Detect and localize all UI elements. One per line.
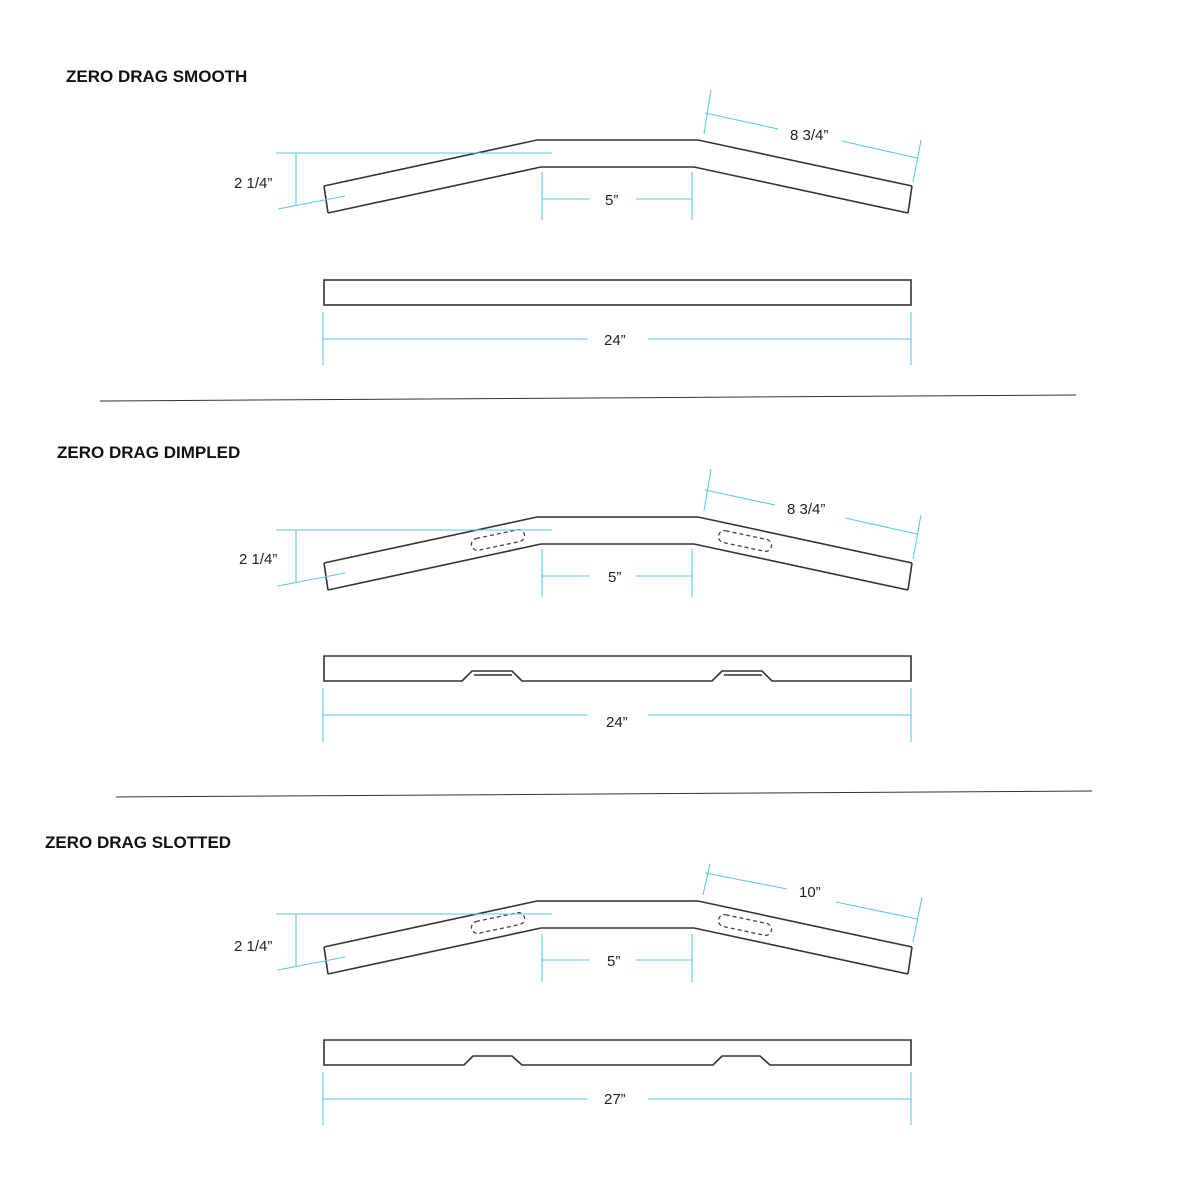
section-title: ZERO DRAG SLOTTED	[45, 833, 231, 852]
overall-length-dimension: 27”	[322, 1072, 912, 1125]
section-divider	[115, 790, 1093, 798]
overall-length-dimension: 24”	[322, 688, 912, 742]
bar-side-view	[323, 655, 912, 682]
rise-label: 2 1/4”	[234, 938, 272, 955]
dimple-left	[470, 528, 526, 552]
center-width-dimension: 5”	[541, 934, 693, 982]
section-divider	[99, 394, 1077, 402]
rise-dimension: 2 1/4”	[239, 529, 552, 587]
wing-length-label: 10”	[799, 884, 821, 901]
section-title: ZERO DRAG DIMPLED	[57, 443, 240, 462]
bar-side-view	[323, 279, 912, 306]
section-dimpled: ZERO DRAG DIMPLED 2 1/4” 5”	[57, 443, 922, 742]
center-width-dimension: 5”	[541, 549, 693, 597]
slot-left	[470, 911, 526, 935]
overall-length-label: 24”	[606, 714, 628, 731]
wing-length-dimension: 8 3/4”	[703, 468, 922, 560]
overall-length-dimension: 24”	[322, 312, 912, 365]
overall-length-label: 24”	[604, 332, 626, 349]
rise-dimension: 2 1/4”	[234, 913, 552, 971]
rise-label: 2 1/4”	[239, 551, 277, 568]
center-width-dimension: 5”	[541, 172, 693, 220]
wing-length-label: 8 3/4”	[787, 501, 825, 518]
dimple-right	[717, 529, 773, 553]
section-slotted: ZERO DRAG SLOTTED 2 1/4” 5”	[45, 833, 923, 1125]
center-width-label: 5”	[607, 953, 620, 970]
bar-top-view	[323, 900, 913, 975]
wing-length-dimension: 8 3/4”	[703, 89, 922, 183]
rise-label: 2 1/4”	[234, 175, 272, 192]
rise-dimension: 2 1/4”	[234, 152, 552, 210]
wing-length-dimension: 10”	[702, 863, 923, 943]
slot-right	[717, 913, 773, 937]
overall-length-label: 27”	[604, 1091, 626, 1108]
center-width-label: 5”	[605, 192, 618, 209]
section-smooth: ZERO DRAG SMOOTH 2 1/4” 5”	[66, 67, 922, 365]
bar-side-view	[323, 1039, 912, 1066]
section-title: ZERO DRAG SMOOTH	[66, 67, 247, 86]
center-width-label: 5”	[608, 569, 621, 586]
wing-length-label: 8 3/4”	[790, 127, 828, 144]
